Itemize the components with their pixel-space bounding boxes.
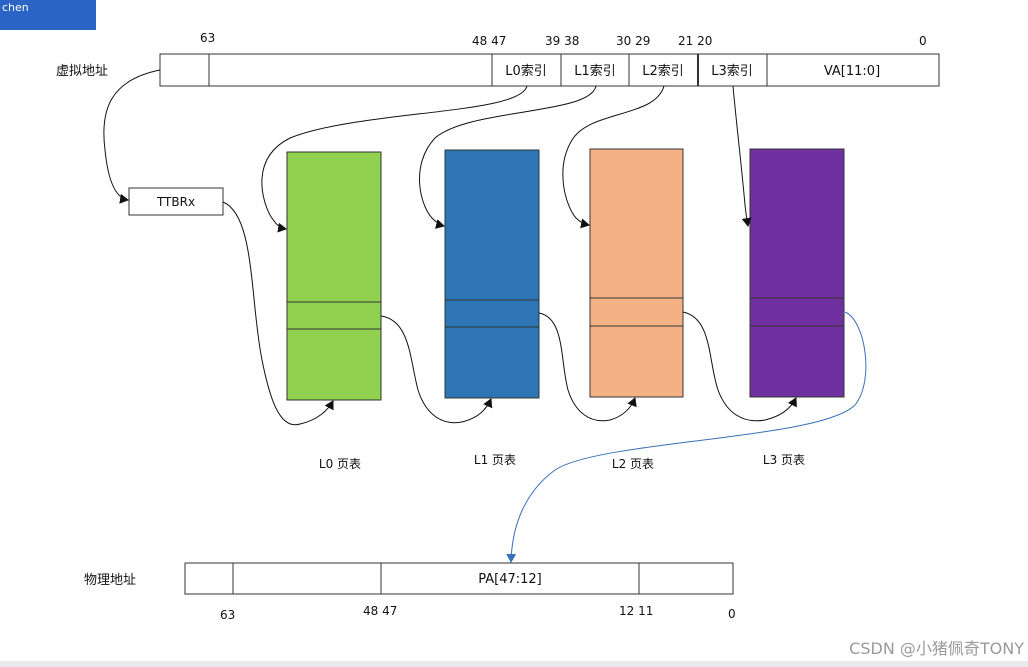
- va-bit-48-47: 48 47: [472, 34, 506, 48]
- pa-field: PA[47:12]: [478, 572, 542, 587]
- l0-page-table: [286, 151, 382, 401]
- l0-index-arrow: [261, 85, 528, 233]
- pa-bit-63: 63: [220, 608, 235, 622]
- ttbr-label: TTBRx: [156, 195, 195, 209]
- va-bit-21-20: 21 20: [678, 34, 712, 48]
- l3-index-arrow: [732, 85, 752, 227]
- bottom-strip: [0, 661, 1028, 667]
- virtual-address-label: 虚拟地址: [56, 64, 108, 79]
- l2-table-label: L2 页表: [612, 457, 654, 471]
- l3-page-table: [749, 148, 845, 398]
- va-field-offset: VA[11:0]: [824, 64, 880, 79]
- va-bit-63: 63: [200, 31, 215, 45]
- physical-address-label: 物理地址: [84, 573, 136, 588]
- l2-page-table: [589, 148, 684, 398]
- window-tab[interactable]: chen: [0, 0, 96, 30]
- va-bit-39-38: 39 38: [545, 34, 579, 48]
- l1-index-arrow: [419, 85, 597, 229]
- va-field-l2-index: L2索引: [642, 64, 684, 79]
- virtual-address-box: [159, 53, 940, 87]
- ttbr-to-l0-arrow: [222, 201, 334, 426]
- l2-index-arrow: [562, 85, 665, 229]
- l0-table-label: L0 页表: [319, 457, 361, 471]
- l1-page-table: [444, 149, 540, 399]
- va-to-ttbr-arrow: [103, 69, 161, 204]
- pa-bit-12-11: 12 11: [619, 604, 653, 618]
- l2-to-l3-arrow: [682, 311, 797, 422]
- l1-to-l2-arrow: [538, 312, 637, 422]
- watermark: CSDN @小猪佩奇TONY: [849, 639, 1024, 658]
- va-bit-0: 0: [919, 34, 927, 48]
- ttbr-box: [128, 187, 224, 216]
- va-field-l3-index: L3索引: [711, 64, 753, 79]
- pa-bit-0: 0: [728, 607, 736, 621]
- l3-to-pa-arrow: [506, 311, 867, 563]
- va-field-l1-index: L1索引: [574, 64, 616, 79]
- l1-table-label: L1 页表: [474, 453, 516, 467]
- l0-to-l1-arrow: [380, 315, 493, 424]
- physical-address-box: [184, 562, 734, 595]
- va-field-l0-index: L0索引: [505, 64, 547, 79]
- va-bit-30-29: 30 29: [616, 34, 650, 48]
- pa-bit-48-47: 48 47: [363, 604, 397, 618]
- l3-table-label: L3 页表: [763, 453, 805, 467]
